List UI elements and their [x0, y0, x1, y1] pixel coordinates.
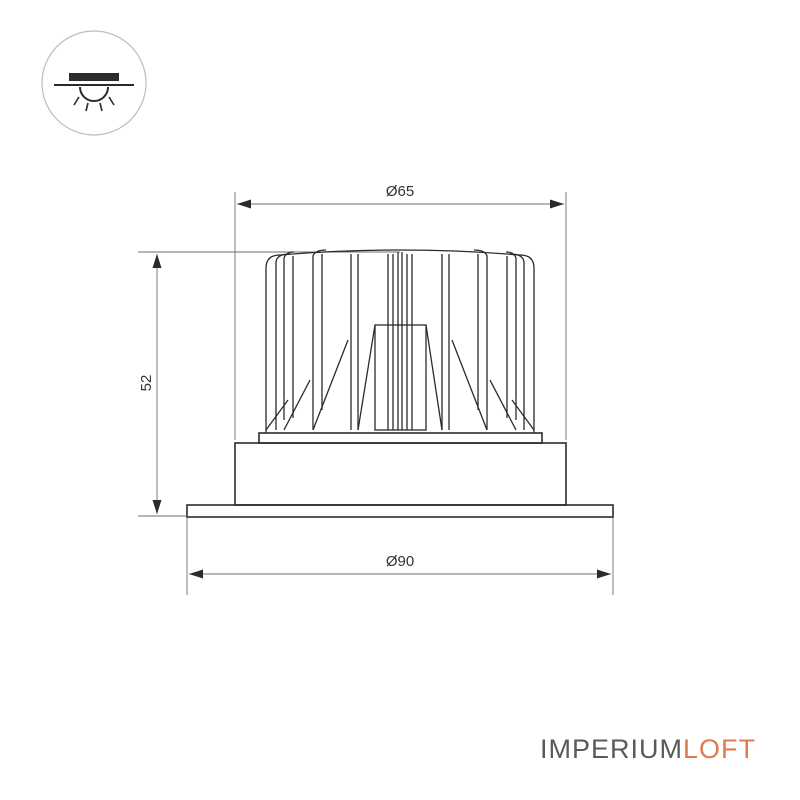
base-housing: [234, 442, 567, 506]
height-label: 52: [138, 375, 155, 392]
heatsink-fins: [265, 249, 535, 433]
brand-logo-part1: IMPERIUM: [540, 734, 683, 764]
bottom-diameter-dimension: Ø90: [186, 518, 614, 595]
brand-logo-part2: LOFT: [683, 734, 757, 764]
flange: [186, 504, 614, 518]
heatsink-plate: [258, 432, 543, 444]
lamp-body: [186, 249, 614, 518]
recessed-ceiling-light-icon: [41, 30, 147, 136]
top-diameter-label: Ø65: [386, 183, 414, 200]
bottom-diameter-label: Ø90: [386, 553, 414, 570]
height-dimension: 52: [138, 251, 400, 517]
top-diameter-dimension: Ø65: [234, 183, 567, 440]
brand-logo: IMPERIUMLOFT: [540, 734, 756, 765]
inner-reflector: [265, 324, 535, 431]
